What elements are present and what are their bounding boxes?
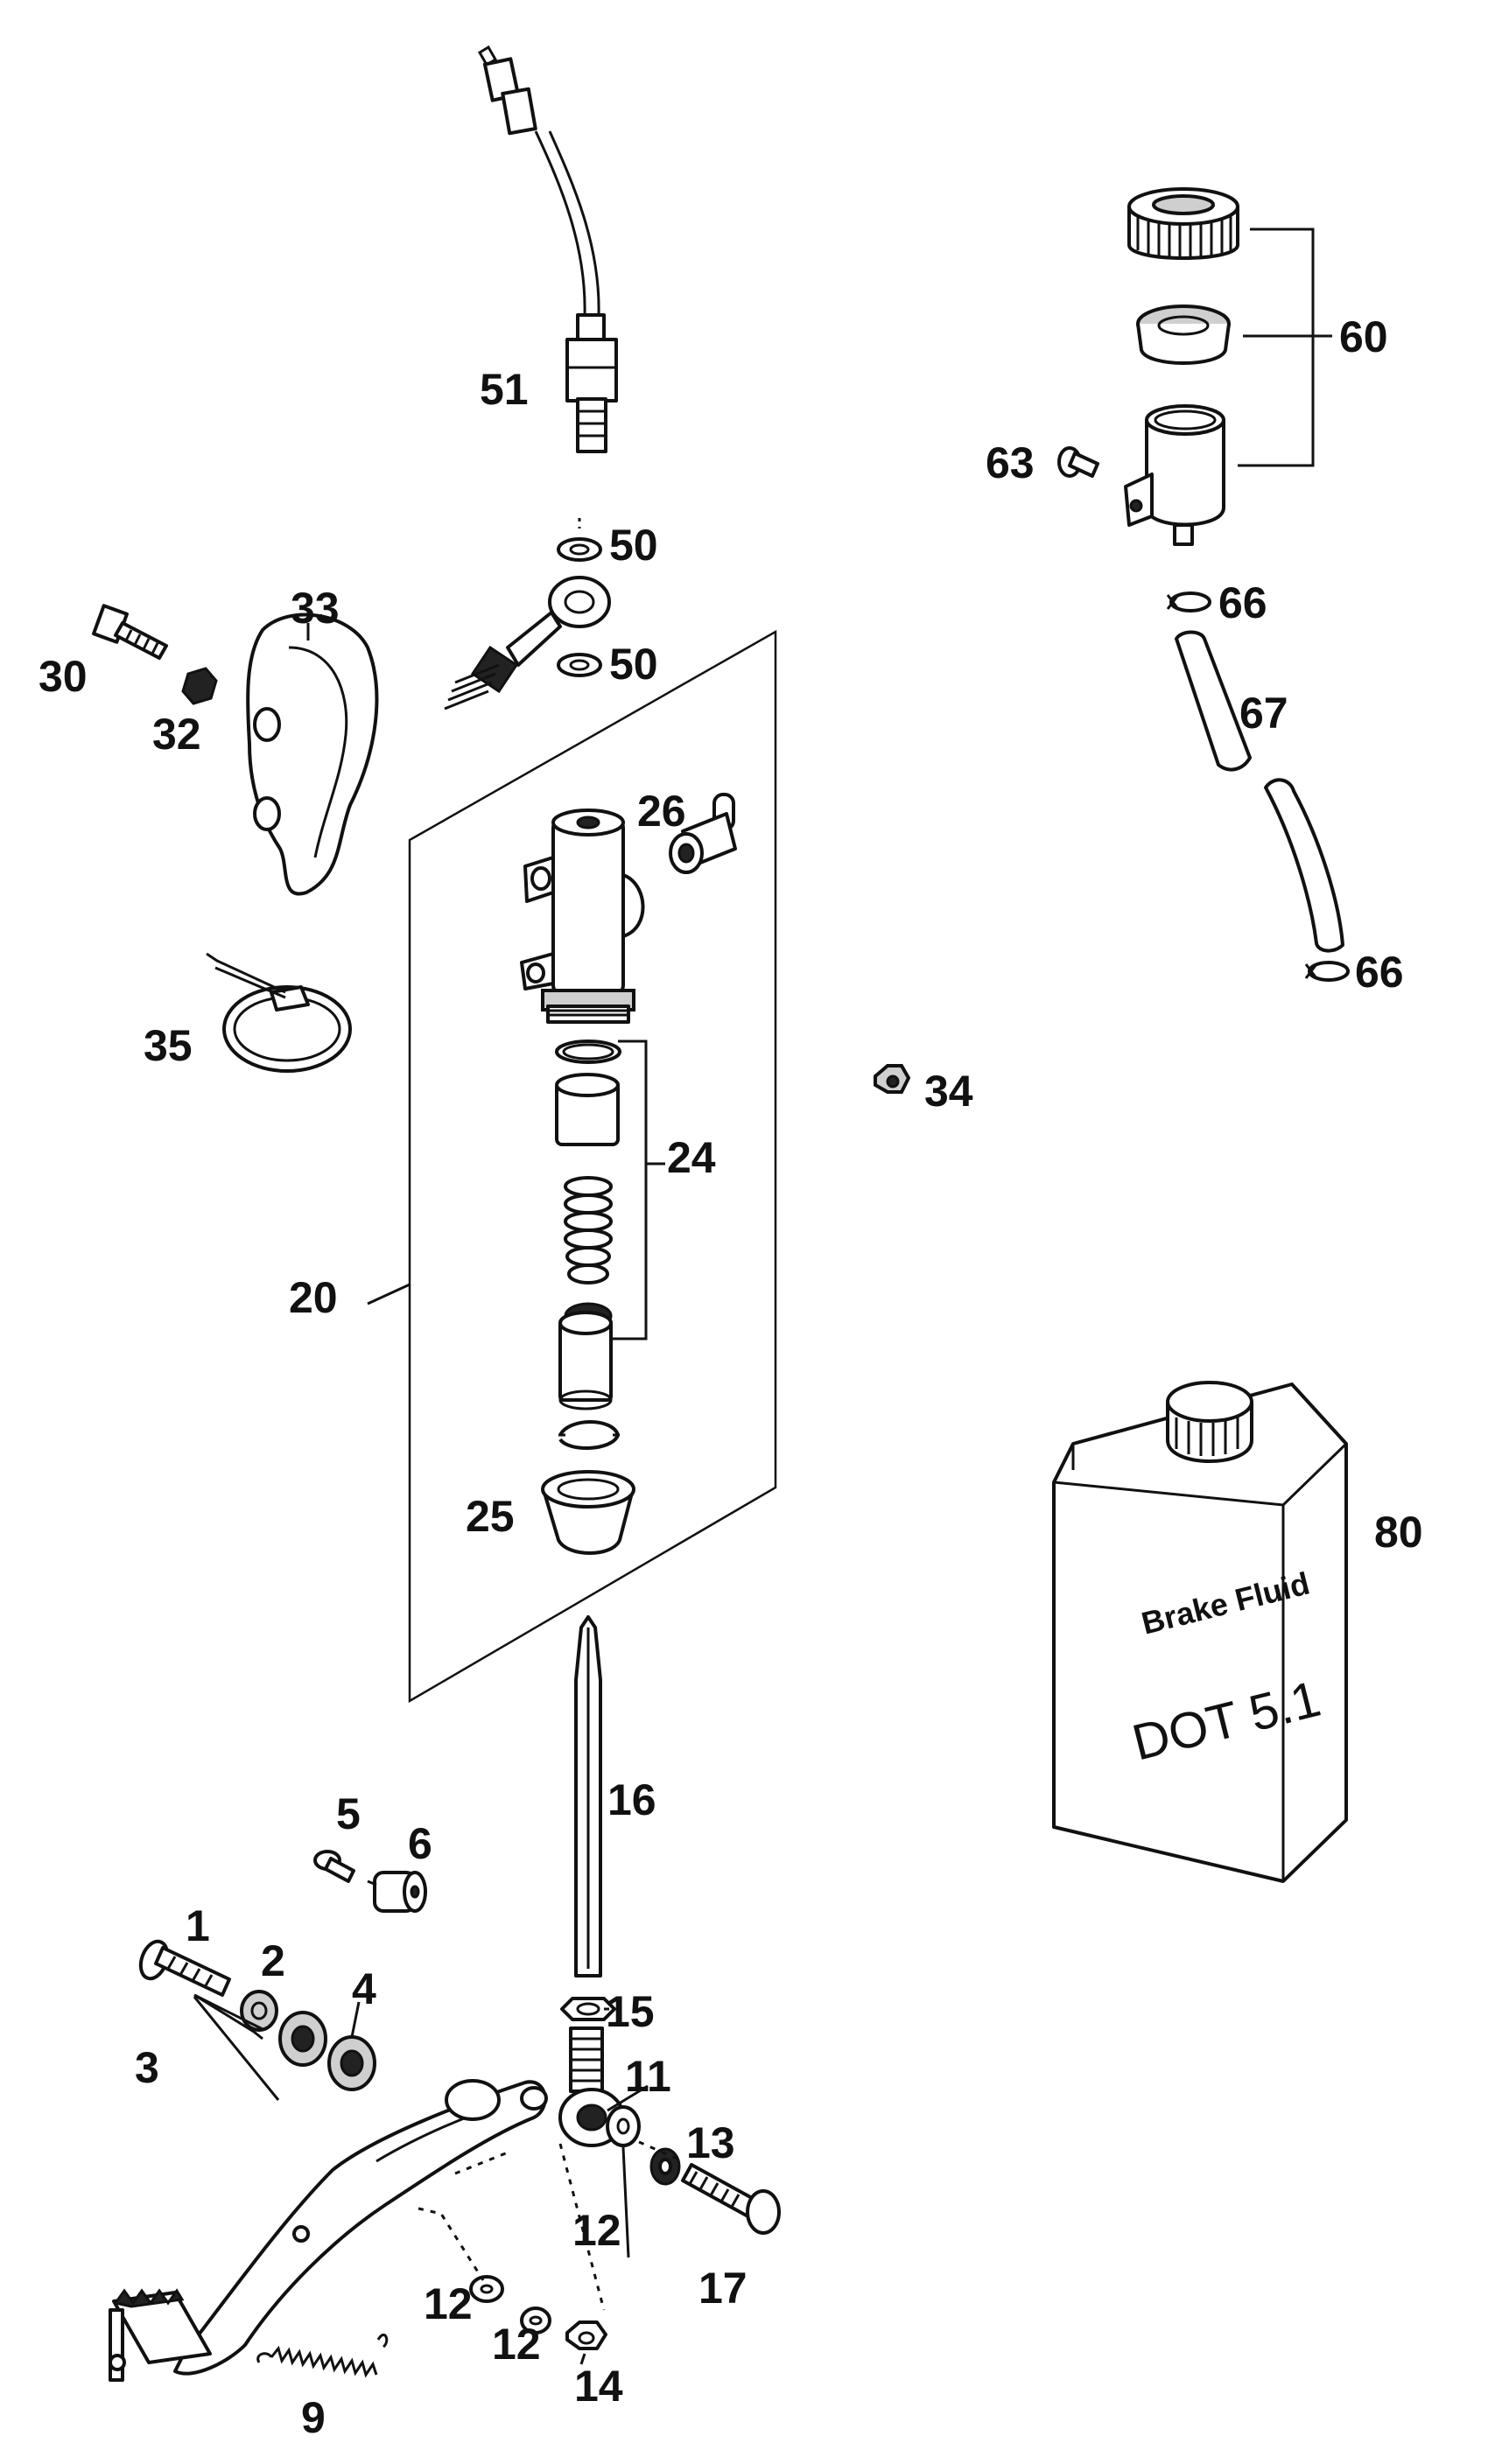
hose-part-67: [1175, 630, 1344, 953]
lock-washer-part-13: [649, 2147, 681, 2186]
bolt-part-30: [92, 604, 168, 660]
callout-20: 20: [289, 1273, 338, 1322]
master-cylinder-kit-frame: [408, 629, 777, 1704]
washer-50-upper: [557, 518, 602, 562]
jug-cap: [1166, 1381, 1253, 1463]
alignment-guides: [418, 2140, 684, 2311]
elbow-fitting-part-26: [669, 793, 737, 874]
callout-1: 1: [186, 1901, 210, 1950]
callout-12-b: 12: [424, 2279, 473, 2328]
callout-51: 51: [480, 365, 529, 414]
callout-50-lower: 50: [609, 640, 658, 689]
brake-fluid-container-part-80: Brake Fluid DOT 5.1: [1052, 1381, 1348, 1883]
brake-pedal-part-3: [109, 2079, 548, 2382]
bolt-part-17: [681, 2163, 781, 2235]
callout-3: 3: [135, 2043, 159, 2092]
washer-part-2: [240, 1990, 278, 2032]
circlip: [558, 1420, 621, 1450]
cable-tie-part-35: [206, 952, 352, 1073]
cover-part-33: [246, 612, 379, 896]
callout-67: 67: [1239, 689, 1288, 738]
callout-4: 4: [352, 1964, 376, 2013]
callout-26: 26: [637, 787, 686, 836]
callout-66-upper: 66: [1218, 578, 1267, 627]
callout-25: 25: [466, 1492, 515, 1541]
banjo-fitting-part: [444, 576, 611, 710]
reservoir-body: [1124, 404, 1225, 546]
callout-34: 34: [924, 1067, 973, 1116]
reservoir-cap: [1127, 187, 1239, 260]
boot-part-25: [541, 1470, 635, 1555]
callout-6: 6: [408, 1819, 432, 1868]
callout-63: 63: [986, 438, 1035, 487]
callout-66-lower: 66: [1355, 948, 1404, 997]
nut-part-34: [874, 1064, 911, 1094]
screw-part-5: [313, 1850, 355, 1883]
bearing-part-4-b: [327, 2035, 376, 2091]
brake-light-switch-part: [477, 45, 618, 453]
seal-kit-part-24: [555, 1040, 665, 1410]
callout-60: 60: [1339, 312, 1388, 361]
callout-5: 5: [336, 1789, 361, 1838]
screw-part-63: [1057, 446, 1099, 478]
callout-30: 30: [39, 652, 88, 701]
washer-part-12-a: [606, 2105, 641, 2147]
callout-17: 17: [698, 2264, 748, 2313]
callout-2: 2: [261, 1936, 285, 1985]
master-cylinder-body: [520, 808, 645, 1024]
nut-part-32: [181, 667, 218, 705]
pedal-step: [109, 2288, 212, 2382]
callout-80: 80: [1374, 1508, 1423, 1557]
hose-clamp-part-66-upper: [1166, 592, 1211, 612]
callout-15: 15: [606, 1987, 655, 2036]
callout-13: 13: [686, 2118, 735, 2167]
spacer-part-6: [373, 1871, 427, 1913]
push-rod-part-16: [574, 1615, 602, 1978]
callout-14: 14: [574, 2362, 623, 2411]
callout-24: 24: [667, 1133, 716, 1182]
washer-part-12-c: [520, 2306, 551, 2334]
callout-12-a: 12: [572, 2206, 621, 2255]
leader-lines: [193, 1283, 649, 2365]
nut-part-15: [560, 1997, 616, 2021]
callout-32: 32: [152, 710, 201, 759]
reservoir-bracket-lines: [1238, 228, 1332, 467]
hose-clamp-part-66-lower: [1304, 961, 1350, 982]
callout-labels: 51 50 50 33 30 32 26 35 24 20 25 16 5 6 …: [39, 312, 1423, 2442]
pivot-bolt-part-1: [138, 1939, 231, 1997]
piston: [558, 1302, 613, 1410]
callout-50-upper: 50: [609, 521, 658, 570]
callout-16: 16: [607, 1775, 656, 1824]
callout-35: 35: [144, 1021, 193, 1070]
callout-33: 33: [291, 584, 340, 633]
reservoir-diaphragm: [1136, 304, 1231, 365]
callout-12-c: 12: [492, 2320, 541, 2369]
nut-part-14: [565, 2320, 607, 2350]
washer-50-lower: [557, 653, 602, 677]
washer-part-12-b: [469, 2275, 504, 2303]
callout-9: 9: [301, 2393, 326, 2442]
spring-part-9: [256, 2334, 389, 2378]
spring: [564, 1176, 613, 1284]
bearing-part-4-a: [278, 2011, 327, 2067]
callout-11: 11: [625, 2052, 671, 2101]
